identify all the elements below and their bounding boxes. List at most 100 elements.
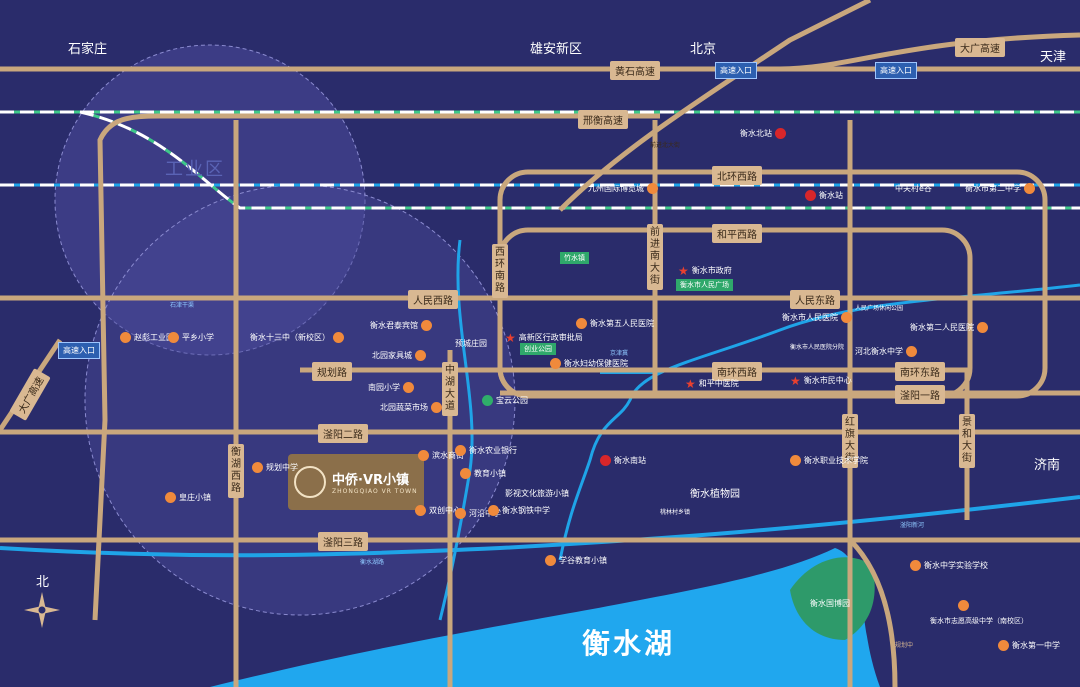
lake-label: 衡水湖 <box>582 627 676 660</box>
label-zhonghu: 中湖大道 <box>442 362 458 416</box>
poi-steel-school[interactable]: 衡水钢铁中学 <box>488 505 550 516</box>
poi-jiuzhou[interactable]: 九州国际博览城 <box>588 183 658 194</box>
poi-beiyuan-market[interactable]: 北园蔬菜市场 <box>380 402 442 413</box>
poi-guobo-park[interactable]: 衡水国博园 <box>810 599 850 608</box>
shop-icon <box>415 350 426 361</box>
poi-huangzhuang[interactable]: 皇庄小镇 <box>165 492 211 503</box>
poi-zhushui: 竹水镇 <box>560 252 589 264</box>
poi-chuangye-park: 创业公园 <box>520 343 556 355</box>
poi-heping-hospital[interactable]: ★和平中医院 <box>685 376 739 391</box>
poi-hengshui-station[interactable]: 衡水站 <box>805 190 843 201</box>
label-jinghe: 景和大街 <box>959 414 975 468</box>
poi-hebei-hengshui-school[interactable]: 河北衡水中学 <box>855 346 917 357</box>
tree-icon <box>482 395 493 406</box>
hospital-icon <box>550 358 561 369</box>
poi-peoples-hospital[interactable]: 衡水市人民医院 <box>782 312 852 323</box>
city-shijiazhuang: 石家庄 <box>68 42 108 57</box>
city-xiongan: 雄安新区 <box>530 42 583 57</box>
poi-agri-bank[interactable]: 衡水农业银行 <box>455 445 517 456</box>
label-beihuanxi: 北环西路 <box>712 166 762 185</box>
school-icon <box>910 560 921 571</box>
poi-guihua-school[interactable]: 规划中学 <box>252 462 298 473</box>
project-logo[interactable]: 中侨·VR小镇 ZHONGQIAO VR TOWN <box>288 454 424 510</box>
school-icon <box>460 468 471 479</box>
school-icon <box>906 346 917 357</box>
hospital-icon <box>576 318 587 329</box>
poi-innovation-center[interactable]: 双创中心 <box>415 505 461 516</box>
shop-icon <box>418 450 429 461</box>
label-henghuxi: 衡湖西路 <box>228 444 244 498</box>
park-pin-icon <box>120 332 131 343</box>
poi-nanyuan-school[interactable]: 南园小学 <box>368 382 414 393</box>
poi-no5-hospital[interactable]: 衡水第五人民医院 <box>576 318 654 329</box>
school-icon <box>545 555 556 566</box>
poi-binshui[interactable]: 滨水商街 <box>418 450 464 461</box>
label-nanhuandong: 南环东路 <box>895 362 945 381</box>
poi-zhongke[interactable]: 中关村e谷 <box>895 184 932 193</box>
school-icon <box>165 492 176 503</box>
district-industrial: 工业区 <box>165 159 225 180</box>
school-icon <box>168 332 179 343</box>
railway-station-icon <box>775 128 786 139</box>
poi-pingxiang-school[interactable]: 平乡小学 <box>168 332 214 343</box>
poi-civic-center[interactable]: ★衡水市民中心 <box>790 373 852 388</box>
school-icon <box>998 640 1009 651</box>
poi-gaoxin[interactable]: ★高新区行政审批局 <box>505 330 583 345</box>
poi-yucheng-manor[interactable]: 预城庄园 <box>455 339 487 348</box>
city-tianjin: 天津 <box>1040 50 1067 65</box>
label-nanhuanxi: 南环西路 <box>712 362 762 381</box>
tiny-shijin: 石津干渠 <box>170 302 195 309</box>
guobo-park <box>790 557 875 640</box>
poi-taolin: 桃林村乡镇 <box>660 509 691 516</box>
highway-entry-2: 高速入口 <box>875 62 917 79</box>
poi-xuegu-town[interactable]: 学谷教育小镇 <box>545 555 607 566</box>
poi-hospital-branch: 衡水市人民医院分院 <box>790 344 845 351</box>
school-icon <box>790 455 801 466</box>
label-qianjinnan: 前进南大街 <box>647 224 663 290</box>
poi-baoyun-park[interactable]: 宝云公园 <box>482 395 528 406</box>
label-guihua: 规划路 <box>312 362 352 381</box>
poi-pin-icon <box>647 183 658 194</box>
poi-hs-no2-school[interactable]: 衡水市第二中学 <box>965 183 1035 194</box>
civic-star-icon: ★ <box>790 373 801 388</box>
poi-zhaobin[interactable]: 赵彪工业园 <box>120 332 174 343</box>
poi-hengshui-north-station[interactable]: 衡水北站 <box>740 128 786 139</box>
poi-film-town[interactable]: 影视文化旅游小镇 <box>505 489 569 498</box>
tiny-henghulu: 衡水湖路 <box>360 559 385 566</box>
poi-junyue-hotel[interactable]: 衡水君泰宾馆 <box>370 320 432 331</box>
tiny-qianjinbei: 前进北大街 <box>650 142 681 149</box>
poi-peoples-square: 衡水市人民广场 <box>676 279 733 291</box>
label-fuyangyi: 滏阳一路 <box>895 385 945 404</box>
poi-hengshui-south-station[interactable]: 衡水南站 <box>600 455 646 466</box>
poi-no1-school[interactable]: 衡水第一中学 <box>998 640 1060 651</box>
label-fuyangsan: 滏阳三路 <box>318 532 368 551</box>
government-star-icon: ★ <box>678 263 689 278</box>
poi-government[interactable]: ★衡水市政府 <box>678 263 732 278</box>
government-star-icon: ★ <box>505 330 516 345</box>
railway-station-icon <box>600 455 611 466</box>
poi-beiyuan-furniture[interactable]: 北园家具城 <box>372 350 426 361</box>
poi-heyan-school[interactable]: 河沿中学 <box>455 508 501 519</box>
school-icon <box>333 332 344 343</box>
poi-education-town[interactable]: 教育小镇 <box>460 468 506 479</box>
poi-shiyan-school[interactable]: 衡水中学实验学校 <box>910 560 988 571</box>
radius-circle-north <box>54 44 366 356</box>
logo-title: 中侨·VR小镇 <box>332 473 410 488</box>
poi-zhihui-school[interactable] <box>958 600 969 611</box>
hengshui-lake <box>210 548 880 687</box>
city-jinan: 济南 <box>1034 458 1061 473</box>
poi-maternity[interactable]: 衡水妇幼保健医院 <box>550 358 628 369</box>
poi-vocational-college[interactable]: 衡水职业技术学院 <box>790 455 868 466</box>
label-hongqi: 红旗大街 <box>842 414 858 468</box>
poi-no2-hospital[interactable]: 衡水第二人民医院 <box>910 322 988 333</box>
school-icon <box>488 505 499 516</box>
market-icon <box>431 402 442 413</box>
highway-entry-3: 高速入口 <box>58 342 100 359</box>
poi-no13-school[interactable]: 衡水十三中（新校区） <box>250 332 344 343</box>
tiny-fuyangxinhe: 滏阳新河 <box>900 522 925 529</box>
label-huangshi-highway: 黄石高速 <box>610 61 660 80</box>
label-renmindong: 人民东路 <box>790 290 840 309</box>
logo-dome-icon <box>294 466 326 498</box>
tiny-jingjinji: 京津冀 <box>610 350 629 357</box>
school-icon <box>958 600 969 611</box>
